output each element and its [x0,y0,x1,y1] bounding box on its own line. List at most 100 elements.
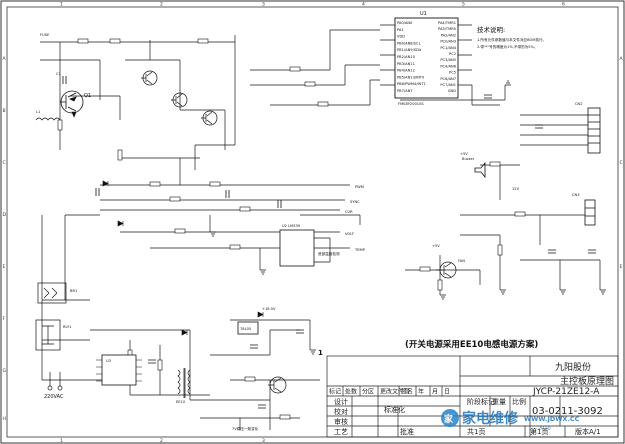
mcu-right-pin: PC6/AN7 [440,77,456,81]
relay-block [35,319,61,351]
mcu-left-pin: PB0/AN8/SCL [397,41,421,45]
sensor-connector [584,199,596,226]
zone-row-f: F [3,316,6,322]
notes-title: 技术说明: [477,25,505,34]
igbt-symbol [60,90,84,114]
zone-row-b: B [3,108,6,114]
mcu-right-pin: PA3/TMR0 [438,27,457,31]
igbt-label: Q1 [84,93,91,99]
surge-cap-label: C1 [56,72,61,76]
buzzer-label: Buzzer [462,157,475,161]
comparator-ic [279,229,315,267]
revision-header-cell: 更改文件号 [380,388,410,396]
svg-text:家: 家 [444,413,454,425]
version: 版本A/1 [575,427,601,436]
title-block [326,355,619,438]
role-label: 工艺 [334,428,348,436]
power-transistor [268,376,287,394]
transformer [177,368,191,398]
mcu-left-pin: PB2/AN10 [397,55,416,59]
regulator [237,321,259,335]
approve-label: 批准 [400,427,414,436]
display-connector-label: CN2 [575,102,582,106]
zone-col-2: 2 [160,2,163,8]
mcu-part-number: FMS8Y20010S [398,102,424,106]
display-connector [587,107,601,154]
sync-net: SYNC [350,200,360,204]
mcu-chip [394,17,459,99]
mcu-right-pin: PA4/TMR1 [438,21,456,25]
zone-row-c: C [3,160,6,166]
mcu-left-pin: PA0/AN0 [397,21,413,25]
zone-row-a: A [3,56,7,62]
mcu-right-pin: PC1/AN4 [440,46,456,50]
zone-row-c-right: C [620,160,623,166]
power-ic-pins [96,359,142,382]
role-label: 校对 [334,407,348,416]
transformer-label: EE10 [176,400,186,404]
power-ic [101,354,137,386]
stage-label: 阶段标记 [467,397,495,406]
scale-label: 比例 [512,397,526,406]
zone-row-e: E [3,264,6,270]
power-scheme-banner: (开关电源采用EE10电感电源方案) [405,339,538,350]
comparator-label: U2 LM339 [282,224,301,228]
mcu-left-pin: VDD [397,35,405,39]
mcu-right-pin: PC2 [449,52,456,56]
zone-col-3-bottom: 3 [262,438,265,444]
revision-header-cell: 分区 [362,388,374,396]
standardize-label: 标准化 [384,405,405,414]
mcu-left-pin: PB7/AN7 [397,89,413,93]
zone-row-a-right: A [620,56,624,62]
zone-row-e-right: E [620,264,623,270]
mcu-left-pin: PB3/AN11 [397,62,415,66]
ac-input-label: 220VAC [44,394,64,400]
mcu-right-pin: PC3/AN5 [440,58,456,62]
mcu-left-pin: PB1/AN9/SDA [397,48,422,52]
fan-driver-transistor [436,261,457,279]
zone-col-4: 4 [362,2,365,8]
revision-header-cell: 月 [432,389,438,396]
drawing-number: 03-0211-3092 [532,406,603,417]
temp-net: TEMP [354,248,366,252]
relay-label: RLY1 [63,325,72,329]
sheet-number: 1 [318,349,323,357]
mcu-right-pins: PA4/TMR1PA3/TMR0PA2/AN2PC0/AN3PC1/AN4PC2… [438,21,457,93]
page-index: 第1页 [530,427,548,436]
zone-col-1: 1 [60,2,63,8]
mcu-right-pin: PC0/AN3 [440,40,456,44]
revision-header-cell: 年 [418,388,424,396]
v12-label: 12V [512,187,520,191]
driver-transistor-1 [141,70,158,86]
mcu-right-pin: PC4/AN6 [440,64,456,68]
zone-row-h: H [3,416,6,422]
pwm-net: PWM [355,185,364,189]
driver-transistor-3 [201,110,218,126]
weight-label: 重量 [492,398,506,406]
ground-symbols [210,80,606,355]
driver-transistor-2 [171,92,188,108]
sensor-connector-label: CN3 [572,193,579,197]
model-number: JYCP-21ZE12-A [532,387,600,397]
watermark-text: 家电维修 [462,410,519,427]
buzzer-symbol [474,161,486,179]
mcu-left-pin: PB5/AN13/INT0 [397,75,425,79]
zone-col-2-bottom: 2 [160,438,163,444]
mcu-left-pin: PB6/PWM4/INT1 [397,82,426,86]
fan-label: FAN [458,259,465,263]
zone-col-6: 6 [562,2,565,8]
bottom-ntc-label: 底部温度检测 [318,251,340,256]
inner-frame [6,6,619,438]
mcu-left-pin: PB4/AN12 [397,69,415,73]
zone-row-d: D [3,212,7,218]
total-pages: 共1页 [467,427,485,436]
company-name: 九阳股份 [555,361,591,373]
mcu-right-pin: PC5 [449,71,456,75]
zone-col-3: 3 [262,2,265,8]
revision-header-cell: 签名 [401,388,413,396]
watermark-url: WWW.JDWX.CC [524,415,580,423]
ac-input [47,372,63,391]
bridge-rectifier [37,282,67,304]
